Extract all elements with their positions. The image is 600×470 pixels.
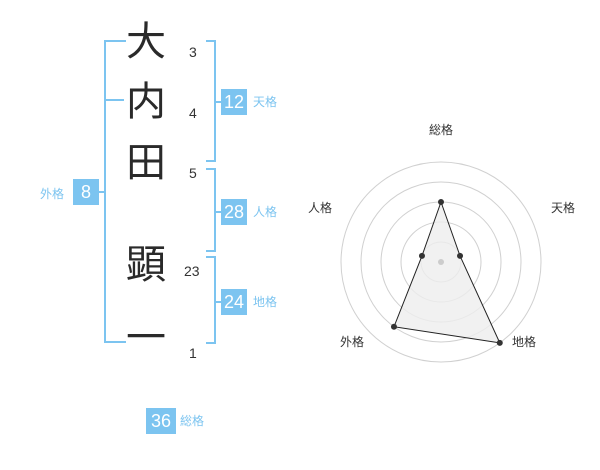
radar-point-1 [457, 252, 464, 259]
soukaku-label: 総格 [180, 414, 205, 428]
name-char-4: 顕 [126, 242, 166, 288]
name-char-3: 田 [126, 140, 166, 186]
gaikaku-bracket [104, 40, 126, 343]
radar-point-3 [390, 323, 397, 330]
radar-point-4 [418, 252, 425, 259]
jinkaku-bracket [206, 168, 216, 252]
radar-center-dot [438, 259, 444, 265]
name-char-5: 一 [126, 315, 166, 361]
stroke-count-5: 1 [189, 345, 197, 361]
chikaku-bracket [206, 256, 216, 344]
radar-data-polygon [393, 200, 501, 344]
gaikaku-badge: 8 [73, 179, 99, 205]
tenkaku-bracket-connector [214, 101, 222, 103]
jinkaku-label: 人格 [253, 205, 278, 219]
radar-point-0 [438, 199, 444, 205]
jinkaku-badge: 28 [221, 199, 247, 225]
radar-axis-label: 天格 [551, 200, 575, 215]
radar-axis-label: 外格 [340, 334, 364, 349]
radar-axis-label: 人格 [308, 200, 332, 215]
radar-points [390, 199, 503, 346]
stroke-count-1: 3 [189, 44, 197, 60]
gaikaku-label: 外格 [40, 187, 65, 201]
chikaku-bracket-connector [214, 301, 222, 303]
gaikaku-bracket-divider [104, 99, 124, 101]
gaikaku-bracket-connector [96, 191, 105, 193]
radar-ring-5 [340, 161, 542, 363]
tenkaku-badge: 12 [221, 89, 247, 115]
tenkaku-label: 天格 [253, 95, 278, 109]
radar-axis-label: 地格 [512, 334, 536, 349]
name-char-1: 大 [126, 19, 166, 65]
chikaku-label: 地格 [253, 295, 278, 309]
jinkaku-bracket-connector [214, 211, 222, 213]
radar-axis-label: 総格 [429, 122, 453, 137]
radar-ring-4 [360, 181, 522, 343]
name-char-2: 内 [126, 79, 166, 125]
soukaku-badge: 36 [146, 408, 176, 434]
stroke-count-4: 23 [184, 263, 200, 279]
stroke-count-3: 5 [189, 165, 197, 181]
radar-point-2 [496, 339, 503, 346]
chikaku-badge: 24 [221, 289, 247, 315]
stroke-count-2: 4 [189, 105, 197, 121]
